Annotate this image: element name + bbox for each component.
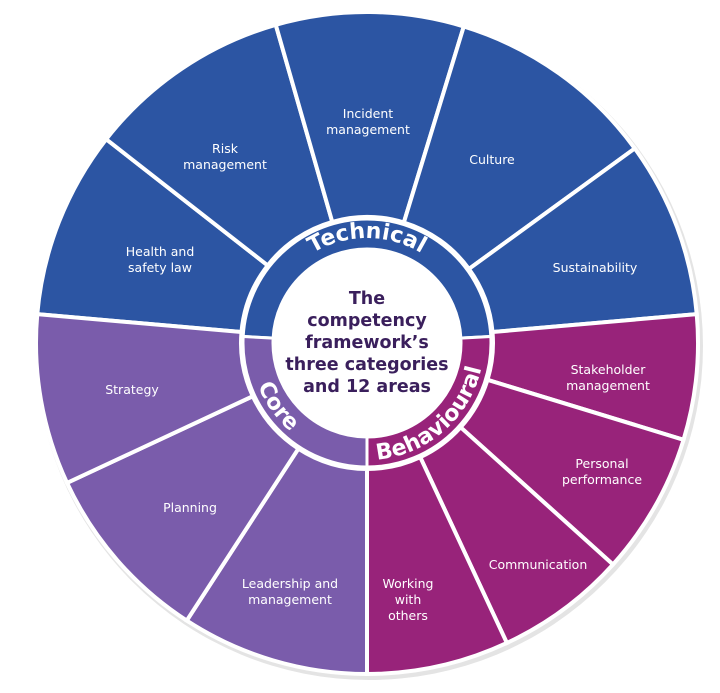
area-working-with-others: Working with others (382, 576, 434, 623)
wheel-rim (34, 10, 700, 676)
area-communication: Communication (488, 557, 588, 572)
area-leadership-and-management: Leadership and management (241, 576, 339, 607)
area-incident-management: Incident management (326, 106, 410, 137)
area-sustainability: Sustainability (552, 260, 638, 275)
area-stakeholder-management: Stakeholder management (566, 362, 650, 393)
area-strategy: Strategy (105, 382, 159, 397)
area-culture: Culture (469, 152, 515, 167)
area-planning: Planning (163, 500, 217, 515)
center-title: The competency framework’s three categor… (285, 289, 449, 397)
area-risk-management: Risk management (183, 141, 267, 172)
center-circle (273, 249, 461, 437)
area-health-and-safety-law: Health and safety law (125, 244, 195, 275)
area-personal-performance: Personal performance (561, 456, 643, 487)
